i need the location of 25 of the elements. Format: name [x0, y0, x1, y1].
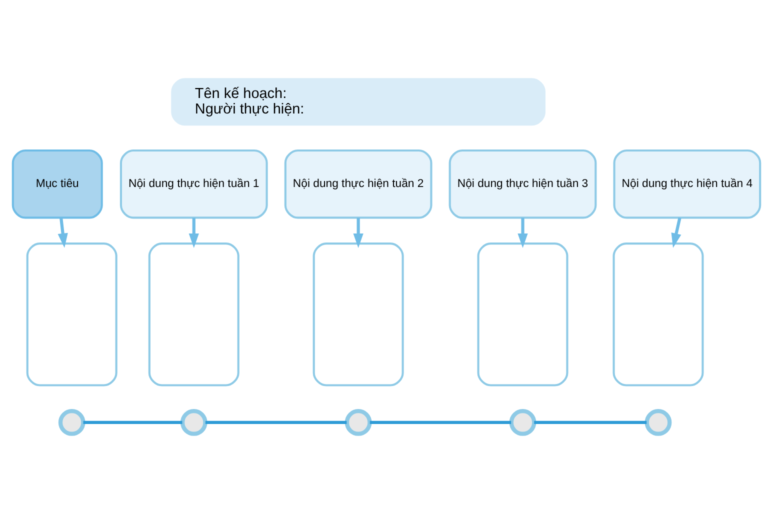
node-box — [312, 242, 404, 386]
node-circle — [180, 408, 208, 436]
connector — [534, 420, 647, 424]
arrow — [353, 217, 364, 248]
node-circle — [509, 408, 536, 436]
arrow — [188, 217, 199, 248]
node-circle — [344, 408, 372, 436]
node-box: Nội dung thực hiện tuần 2 — [284, 148, 432, 218]
node-box — [477, 242, 568, 386]
connector — [205, 420, 347, 424]
node-box — [26, 242, 118, 386]
node-box — [612, 242, 704, 386]
node-box: Nội dung thực hiện tuần 3 — [448, 148, 597, 218]
arrow — [58, 217, 68, 248]
connector — [370, 420, 512, 424]
connector — [83, 420, 182, 424]
node-circle — [644, 408, 672, 436]
node-box: Tên kế hoạch: Người thực hiện: — [171, 78, 546, 126]
node-box: Nội dung thực hiện tuần 1 — [120, 148, 268, 218]
arrow — [671, 217, 682, 248]
node-circle — [58, 408, 86, 436]
node-box: Nội dung thực hiện tuần 4 — [613, 148, 762, 218]
node-box — [148, 242, 240, 386]
arrow — [518, 217, 528, 248]
node-box: Mục tiêu — [12, 148, 103, 218]
